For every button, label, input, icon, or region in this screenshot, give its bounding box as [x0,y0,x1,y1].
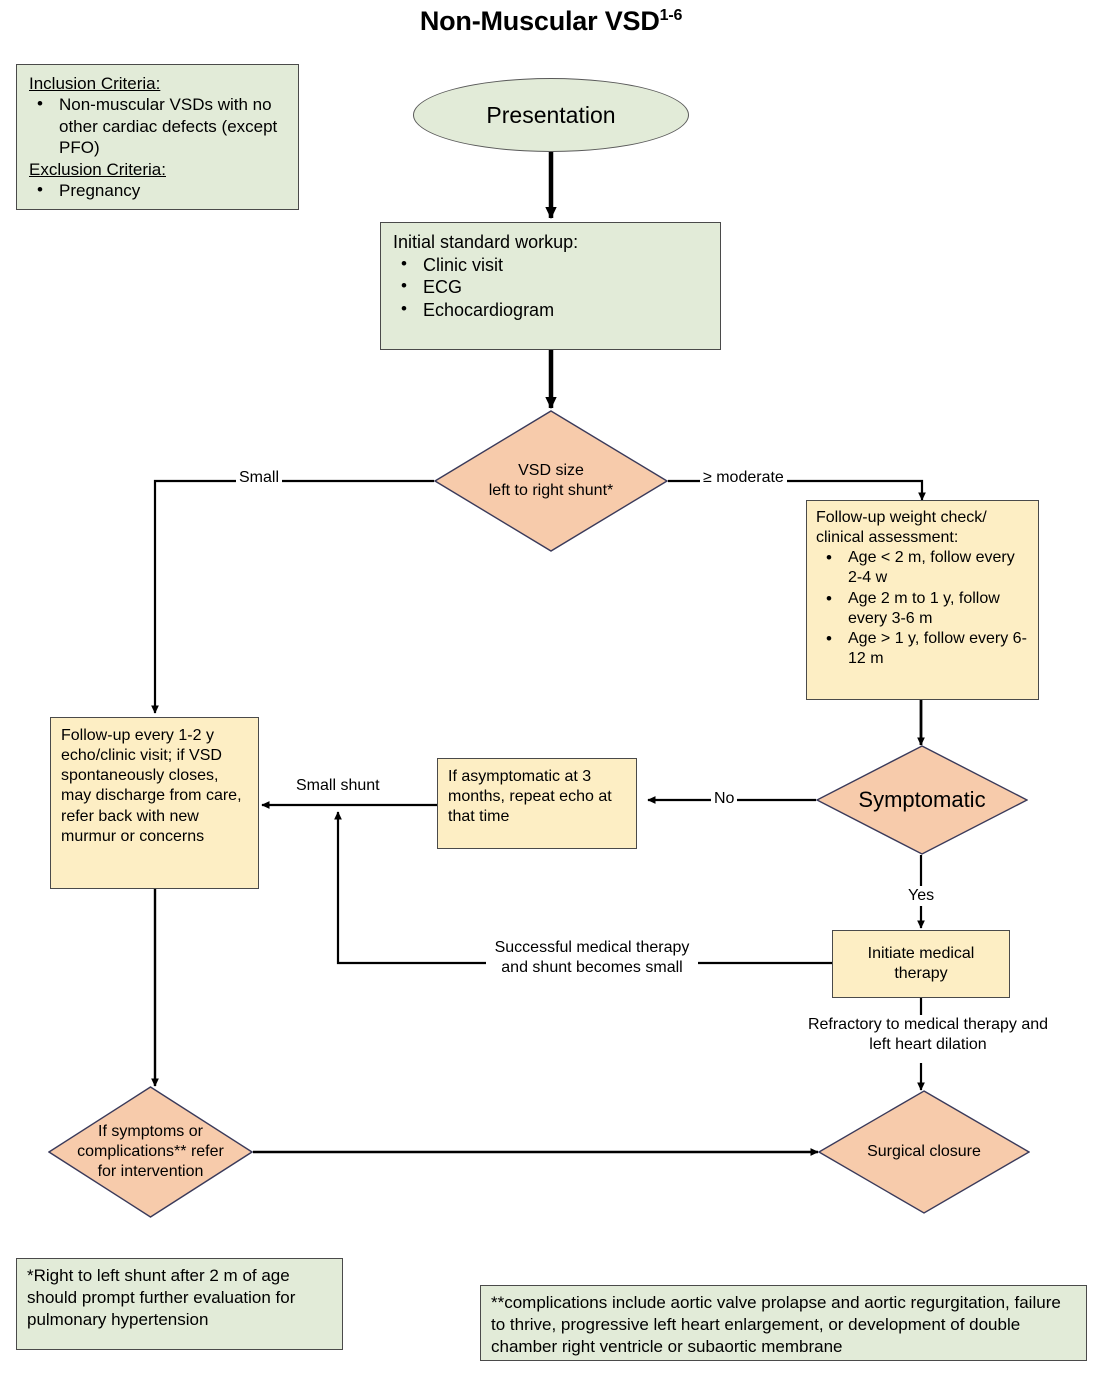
exclusion-criteria-heading: Exclusion Criteria: [29,159,166,179]
criteria-box: Inclusion Criteria: Non-muscular VSDs wi… [16,64,299,211]
node-initial-workup[interactable]: Initial standard workup: Clinic visit EC… [380,222,721,350]
node-presentation-label: Presentation [486,101,616,128]
footnote-single-star-text: *Right to left shunt after 2 m of age sh… [27,1266,296,1330]
initial-workup-heading: Initial standard workup: [393,232,579,252]
footnote-double-star-text: **complications include aortic valve pro… [491,1293,1061,1357]
node-vsd-size-decision[interactable]: VSD size left to right shunt* [434,410,668,552]
diamond-shape [818,1090,1030,1214]
edge-label-no: No [711,789,738,809]
page-title-text: Non-Muscular VSD [419,6,660,36]
initial-workup-list: Clinic visit ECG Echocardiogram [393,253,710,322]
weight-check-heading-line-2: clinical assessment: [816,529,959,547]
exclusion-criteria-list: Pregnancy [29,179,288,201]
followup-1-2y-text: Follow-up every 1-2 y echo/clinic visit;… [61,727,242,845]
node-symptomatic-decision[interactable]: Symptomatic [816,745,1028,855]
node-presentation[interactable]: Presentation [413,78,689,152]
list-item: Echocardiogram [401,298,710,322]
list-item: Non-muscular VSDs with no other cardiac … [37,93,288,158]
weight-check-list: Age < 2 m, follow every 2-4 w Age 2 m to… [816,547,1030,669]
list-item: Age 2 m to 1 y, follow every 3-6 m [826,588,1030,629]
successful-therapy-line-2: and shunt becomes small [501,958,683,976]
node-asymptomatic-3-months[interactable]: If asymptomatic at 3 months, repeat echo… [437,758,637,849]
diamond-shape [816,745,1028,855]
inclusion-criteria-list: Non-muscular VSDs with no other cardiac … [29,93,288,158]
node-followup-weight-check[interactable]: Follow-up weight check/ clinical assessm… [806,500,1039,700]
list-item: Age < 2 m, follow every 2-4 w [826,547,1030,588]
edge-label-small-shunt: Small shunt [293,776,383,796]
edge-label-small: Small [236,468,283,488]
list-item: Clinic visit [401,253,710,277]
page-title: Non-Muscular VSD1-6 [0,6,1102,37]
edge-label-refractory: Refractory to medical therapy and left h… [790,1015,1066,1055]
edge-small-to-followup [151,479,434,714]
asymptomatic-3-months-text: If asymptomatic at 3 months, repeat echo… [448,768,612,826]
edge-label-yes: Yes [905,886,938,906]
list-item: Age > 1 y, follow every 6-12 m [826,628,1030,669]
refractory-line-1: Refractory to medical therapy and [807,1016,1049,1033]
diamond-shape [48,1086,253,1218]
node-symptoms-complications-decision[interactable]: If symptoms or complications** refer for… [48,1086,253,1218]
node-initiate-medical-therapy[interactable]: Initiate medical therapy [832,930,1010,998]
footnote-single-star: *Right to left shunt after 2 m of age sh… [16,1258,343,1350]
list-item: ECG [401,275,710,299]
inclusion-criteria-heading: Inclusion Criteria: [29,74,161,93]
edge-label-successful-therapy: Successful medical therapy and shunt bec… [486,938,698,978]
successful-therapy-line-1: Successful medical therapy [494,939,690,956]
edge-label-moderate: ≥ moderate [700,468,787,488]
node-surgical-closure[interactable]: Surgical closure [818,1090,1030,1214]
node-followup-1-2y[interactable]: Follow-up every 1-2 y echo/clinic visit;… [50,717,259,889]
list-item: Pregnancy [37,179,288,201]
page-title-superscript: 1-6 [659,7,683,24]
refractory-line-2: left heart dilation [869,1035,987,1053]
initiate-therapy-line-1: Initiate medical [867,944,975,962]
initiate-therapy-line-2: therapy [894,965,948,982]
diamond-shape [434,410,668,552]
weight-check-heading-line-1: Follow-up weight check/ [816,509,987,526]
footnote-double-star: **complications include aortic valve pro… [480,1285,1087,1361]
